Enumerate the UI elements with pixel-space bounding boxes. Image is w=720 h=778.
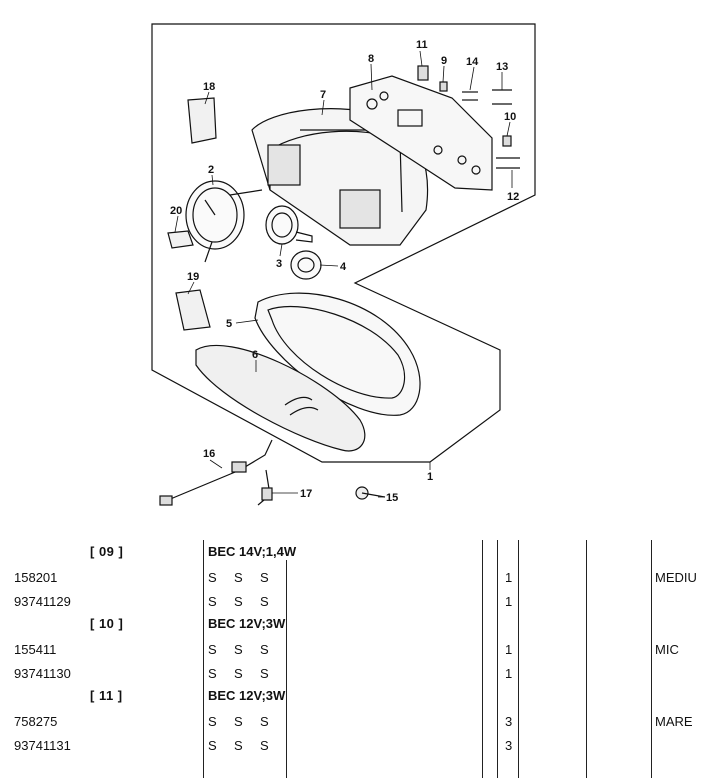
- bulb-size: MIC: [655, 642, 679, 657]
- callout-4: 4: [340, 261, 347, 273]
- callout-2: 2: [208, 164, 214, 176]
- group-header-row: [ 11 ] BEC 12V;3W: [0, 686, 720, 708]
- part-19-card: [175, 289, 211, 331]
- assembly-boundary: [151, 23, 536, 463]
- callout-8: 8: [368, 53, 374, 65]
- column-divider: [518, 540, 519, 778]
- column-divider: [497, 540, 498, 778]
- part-code: 155411: [14, 642, 57, 657]
- part-code: 93741131: [14, 738, 71, 753]
- instrument-cluster-exploded-diagram: 11 9 14 13 8 10 12 7 18 2 20 19 3 4 5 6 …: [151, 23, 536, 506]
- part-2-gauge: [185, 180, 263, 263]
- callout-7: 7: [320, 89, 326, 101]
- callout-3: 3: [276, 258, 282, 270]
- column-divider: [651, 540, 652, 778]
- group-header-row: [ 10 ] BEC 12V;3W: [0, 614, 720, 636]
- quantity: 3: [505, 714, 513, 729]
- part-6-lens: [195, 344, 366, 452]
- part-10-bulb: [502, 135, 512, 147]
- part-16-cable: [159, 439, 273, 506]
- part-9-bulb: [439, 81, 448, 92]
- part-15-screw: [355, 486, 386, 500]
- callout-6: 6: [252, 349, 258, 361]
- column-divider: [482, 540, 483, 778]
- part-code: 758275: [14, 714, 58, 729]
- callout-14: 14: [466, 56, 479, 68]
- part-description: BEC 12V;3W: [208, 616, 286, 631]
- callout-20: 20: [170, 205, 182, 217]
- callout-10: 10: [504, 111, 516, 123]
- part-20-plate: [167, 230, 194, 249]
- column-divider: [586, 540, 587, 778]
- group-label: [ 10 ]: [90, 616, 124, 631]
- group-label: [ 09 ]: [90, 544, 124, 559]
- callout-18: 18: [203, 81, 215, 93]
- callout-9: 9: [441, 55, 447, 67]
- callout-11: 11: [416, 39, 428, 51]
- bulb-size: MEDIU: [655, 570, 697, 585]
- part-8-circuit-board: [349, 75, 493, 191]
- column-divider: [286, 560, 287, 778]
- quantity: 1: [505, 594, 513, 609]
- quantity: 1: [505, 642, 513, 657]
- part-description: BEC 12V;3W: [208, 688, 286, 703]
- part-18-card: [187, 97, 217, 144]
- callout-5: 5: [226, 318, 232, 330]
- bulb-size: MARE: [655, 714, 693, 729]
- callout-16: 16: [203, 448, 215, 460]
- part-13-screws: [492, 89, 512, 105]
- part-11-bulb: [417, 65, 429, 81]
- part-4-gauge: [290, 250, 322, 280]
- part-17-connector: [257, 469, 273, 506]
- quantity: 1: [505, 570, 513, 585]
- part-7-housing: [251, 108, 429, 246]
- column-divider: [203, 540, 204, 778]
- callout-1: 1: [427, 471, 433, 483]
- group-label: [ 11 ]: [90, 688, 123, 703]
- group-header-row: [ 09 ] BEC 14V;1,4W: [0, 542, 720, 564]
- part-14-screws: [462, 91, 478, 101]
- part-description: BEC 14V;1,4W: [208, 544, 297, 559]
- callout-17: 17: [300, 488, 312, 500]
- quantity: 3: [505, 738, 513, 753]
- callout-13: 13: [496, 61, 508, 73]
- quantity: 1: [505, 666, 513, 681]
- callout-19: 19: [187, 271, 199, 283]
- callout-12: 12: [507, 191, 519, 203]
- part-code: 158201: [14, 570, 58, 585]
- part-code: 93741130: [14, 666, 71, 681]
- part-code: 93741129: [14, 594, 71, 609]
- part-12-screws: [496, 157, 520, 169]
- callout-15: 15: [386, 492, 398, 504]
